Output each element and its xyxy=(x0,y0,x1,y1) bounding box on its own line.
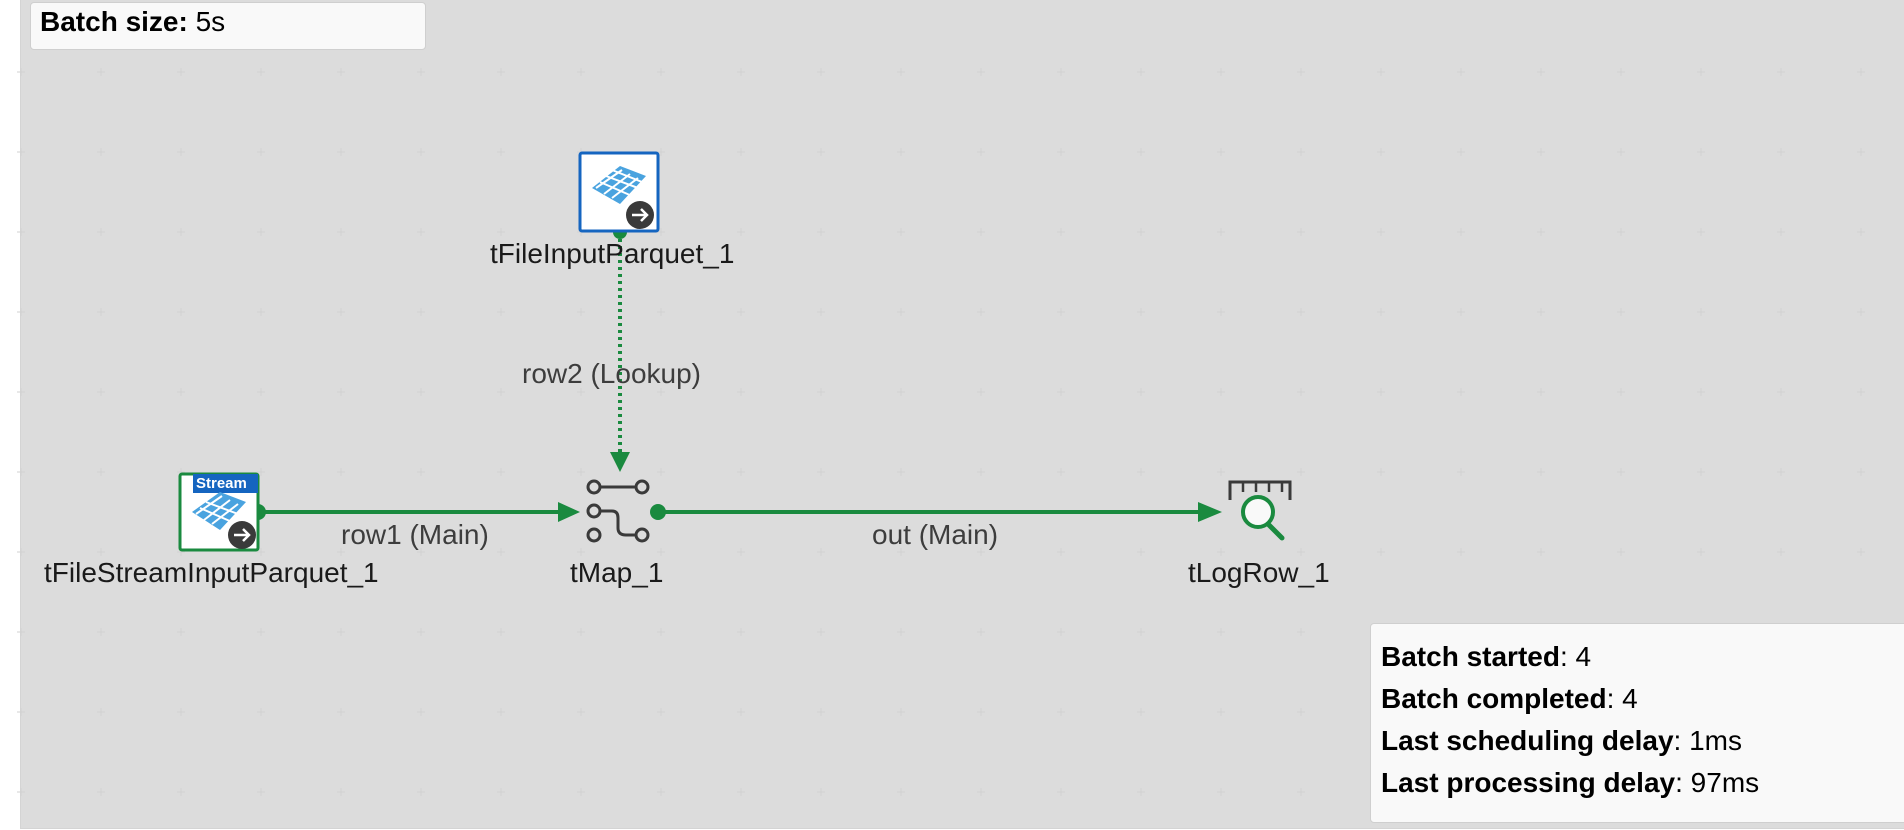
link-label-out-main: out (Main) xyxy=(872,519,999,550)
component-label-tlogrow: tLogRow_1 xyxy=(1188,557,1330,588)
component-tmap[interactable] xyxy=(586,479,650,543)
stat-last-scheduling-delay: Last scheduling delay: 1ms xyxy=(1381,725,1742,756)
batch-size-panel: Batch size: 5s xyxy=(30,2,426,50)
link-label-row2-lookup: row2 (Lookup) xyxy=(522,358,701,389)
grid-cross xyxy=(17,68,1865,796)
streaming-stats-panel: Batch started: 4 Batch completed: 4 Last… xyxy=(1370,623,1904,823)
stat-batch-started: Batch started: 4 xyxy=(1381,641,1592,672)
component-label-tmap: tMap_1 xyxy=(570,557,664,588)
component-label-tfilestreaminputparquet: tFileStreamInputParquet_1 xyxy=(44,557,379,588)
stream-badge: Stream xyxy=(196,475,247,492)
map-icon xyxy=(586,479,650,543)
batch-size-label: Batch size: xyxy=(40,6,188,37)
component-tfilestreaminputparquet[interactable] xyxy=(178,472,260,552)
link-out-main[interactable] xyxy=(650,502,1222,522)
parquet-file-icon xyxy=(592,166,654,229)
component-tlogrow[interactable] xyxy=(1228,480,1292,541)
canvas-grid xyxy=(17,68,1865,796)
batch-size-value: 5s xyxy=(187,6,226,37)
log-row-icon xyxy=(1228,480,1292,541)
stat-batch-completed: Batch completed: 4 xyxy=(1381,683,1638,714)
job-design-canvas[interactable] xyxy=(17,0,1904,829)
stat-last-processing-delay: Last processing delay: 97ms xyxy=(1381,767,1760,798)
component-label-tfileinputparquet: tFileInputParquet_1 xyxy=(490,238,735,269)
parquet-stream-icon xyxy=(192,492,256,549)
link-label-row1-main: row1 (Main) xyxy=(341,519,489,550)
component-tfileinputparquet[interactable] xyxy=(578,151,660,233)
